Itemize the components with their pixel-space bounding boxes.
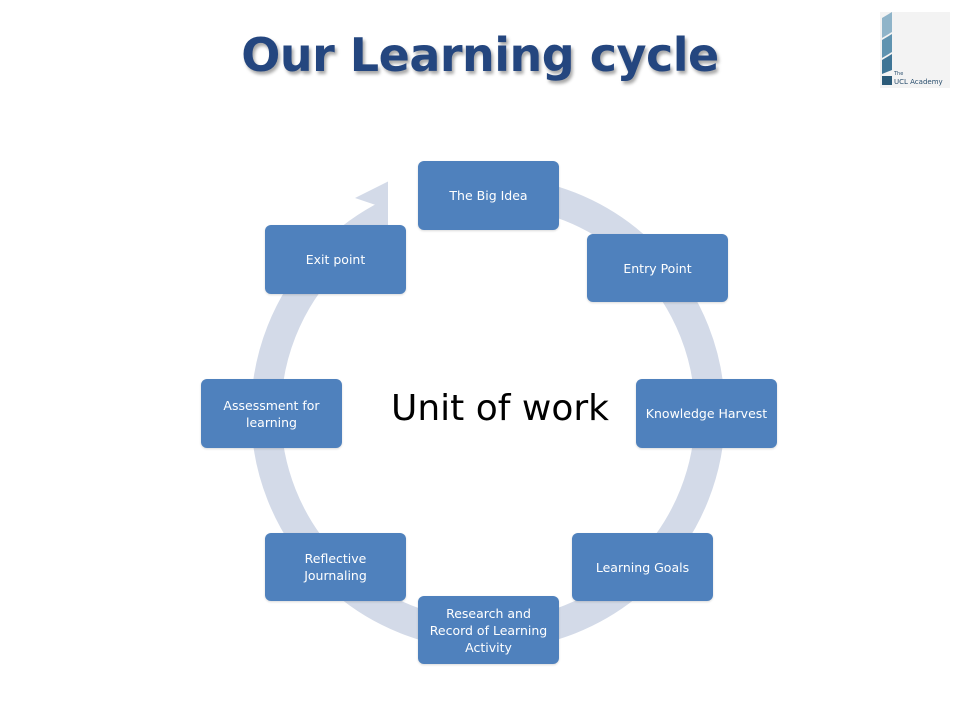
- cycle-node-learning-goals: Learning Goals: [572, 533, 713, 601]
- cycle-node-assessment: Assessment for learning: [201, 379, 342, 448]
- logo-graphic: [882, 12, 892, 85]
- cycle-node-big-idea: The Big Idea: [418, 161, 559, 230]
- cycle-node-knowledge-harvest: Knowledge Harvest: [636, 379, 777, 448]
- cycle-node-exit-point: Exit point: [265, 225, 406, 294]
- logo-wordmark: The UCL Academy: [894, 70, 943, 86]
- academy-logo: [880, 12, 950, 88]
- logo-line-2: UCL Academy: [894, 78, 943, 86]
- cycle-node-research-record: Research and Record of Learning Activity: [418, 596, 559, 664]
- cycle-node-entry-point: Entry Point: [587, 234, 728, 302]
- page-title: Our Learning cycle: [241, 28, 719, 82]
- logo-line-1: The: [894, 71, 904, 77]
- cycle-node-reflective-journaling: Reflective Journaling: [265, 533, 406, 601]
- center-label: Unit of work: [391, 388, 609, 429]
